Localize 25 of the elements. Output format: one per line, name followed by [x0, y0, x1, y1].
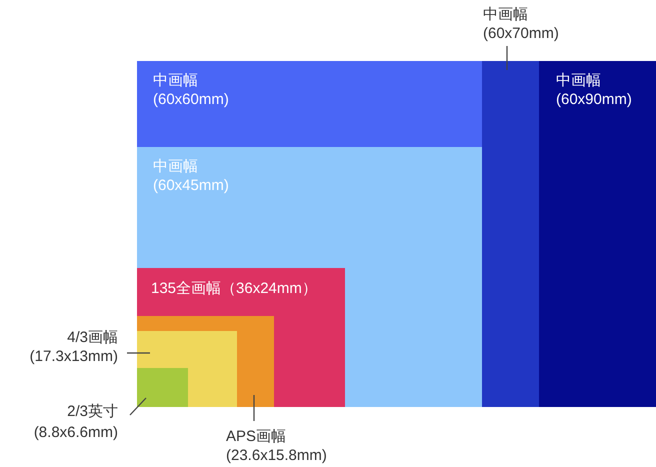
leader-line — [506, 46, 508, 70]
format-name: 4/3画幅 — [66, 328, 118, 347]
format-name: 中画幅 — [153, 157, 199, 176]
format-size: (60x60mm) — [153, 90, 229, 109]
format-area — [137, 147, 482, 407]
format-name: 中画幅 — [556, 71, 602, 90]
format-size: (23.6x15.8mm) — [226, 446, 327, 465]
format-name: APS画幅 — [226, 427, 288, 446]
format-size: (60x90mm) — [556, 90, 632, 109]
format-label: 135全画幅（36x24mm） — [151, 279, 317, 298]
format-size: (60x70mm) — [483, 24, 559, 43]
format-size: (17.3x13mm) — [30, 347, 118, 366]
format-area — [137, 316, 274, 407]
leader-line — [253, 395, 255, 421]
format-size: (8.8x6.6mm) — [34, 423, 118, 443]
leader-line — [130, 398, 146, 416]
format-area — [137, 331, 237, 407]
format-name: 中画幅 — [483, 5, 529, 24]
format-area — [137, 61, 656, 407]
format-area — [137, 268, 345, 407]
format-name: 2/3英寸 — [66, 402, 118, 422]
format-area — [137, 368, 188, 407]
format-size: (60x45mm) — [153, 176, 229, 196]
leader-line — [127, 352, 150, 354]
format-name: 中画幅 — [153, 71, 199, 90]
